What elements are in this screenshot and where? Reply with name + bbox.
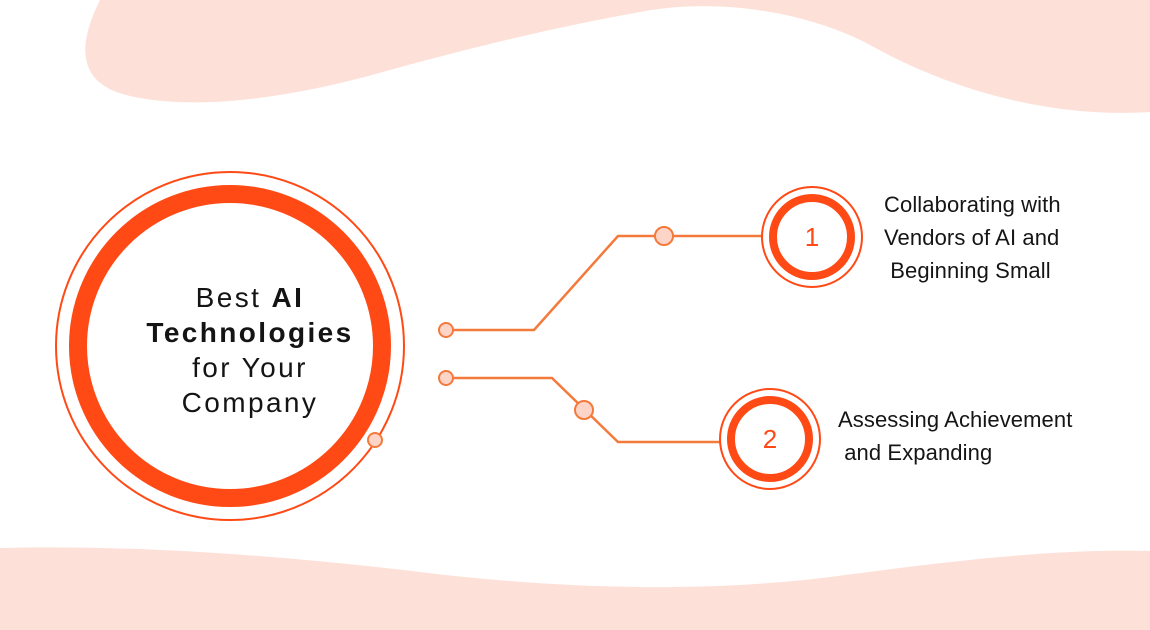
connector-2-mid-dot — [574, 400, 594, 420]
step-1-label-line: Beginning Small — [884, 258, 1051, 283]
step-2-label-line: and Expanding — [838, 440, 993, 465]
connector-1-mid-dot — [654, 226, 674, 246]
step-1-label-line: Vendors of AI and — [884, 225, 1060, 250]
step-1-number: 1 — [805, 222, 819, 252]
step-2-label-line: Assessing Achievement — [838, 407, 1073, 432]
step-2-inner-ring — [727, 396, 813, 482]
hub-inner-ring — [69, 185, 391, 507]
step-2-label: Assessing Achievement and Expanding — [838, 403, 1072, 469]
step-1-label-line: Collaborating with — [884, 192, 1061, 217]
hub-title-line-2: Technologies — [146, 317, 354, 348]
top-decorative-blob — [85, 0, 1150, 113]
hub-title-line-4: Company — [181, 387, 319, 418]
step-1-inner-ring — [769, 194, 855, 280]
hub-title-prefix: Best — [195, 282, 262, 313]
hub-outer-ring — [55, 171, 405, 521]
hub-title: Best AI Technologies for Your Company — [95, 280, 405, 420]
hub-ring-dot — [367, 432, 383, 448]
step-2-number: 2 — [763, 424, 777, 454]
connector-1-start-dot — [438, 322, 454, 338]
hub-title-bold: AI — [271, 282, 305, 313]
hub-title-line-1: Best AI — [95, 280, 405, 315]
hub-title-line-3: for Your — [192, 352, 308, 383]
connector-2-start-dot — [438, 370, 454, 386]
connector-line-1 — [446, 234, 768, 332]
step-1-label: Collaborating with Vendors of AI and Beg… — [884, 188, 1061, 287]
bottom-decorative-blob — [0, 547, 1150, 630]
